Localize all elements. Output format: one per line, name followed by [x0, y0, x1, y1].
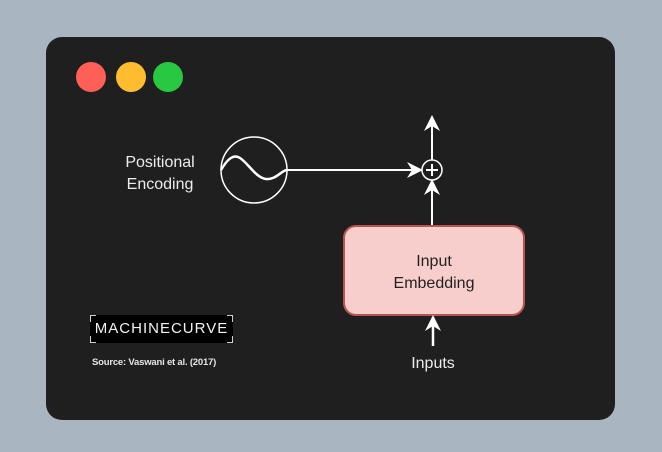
sine-curve — [219, 155, 288, 181]
input-embedding-box — [343, 225, 525, 316]
window-minimize-button[interactable] — [116, 62, 146, 92]
machinecurve-logo: MACHINECURVE — [90, 315, 233, 343]
inputs-label: Inputs — [411, 355, 455, 372]
logo-corner — [90, 336, 96, 343]
logo-corner — [90, 315, 96, 322]
logo-corner — [227, 336, 233, 343]
positional-encoding-label-line1: Positional — [125, 154, 194, 171]
source-citation: Source: Vaswani et al. (2017) — [92, 357, 217, 368]
positional-encoding-label-line2: Encoding — [127, 176, 194, 193]
input-embedding-label-line2: Embedding — [394, 275, 475, 292]
logo-text: MACHINECURVE — [94, 320, 229, 337]
window-close-button[interactable] — [76, 62, 106, 92]
window-maximize-button[interactable] — [153, 62, 183, 92]
sine-wave-icon — [219, 136, 288, 204]
plus-circle-icon — [421, 159, 443, 181]
input-embedding-label-line1: Input — [416, 253, 452, 270]
logo-corner — [227, 315, 233, 322]
